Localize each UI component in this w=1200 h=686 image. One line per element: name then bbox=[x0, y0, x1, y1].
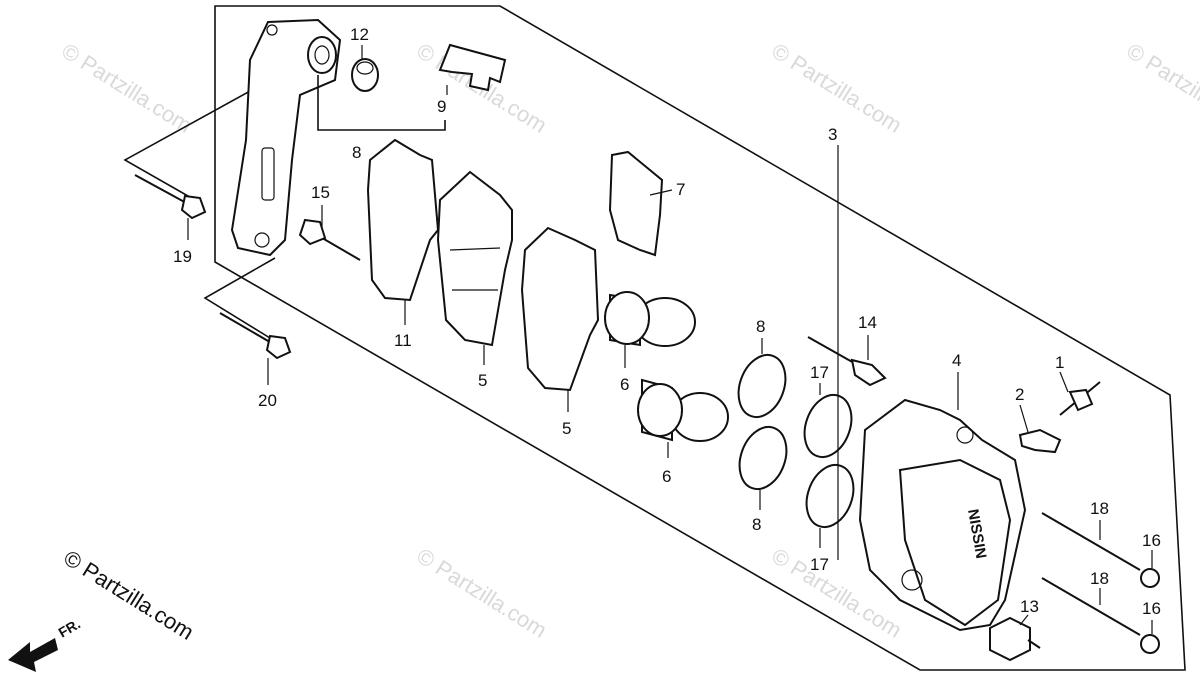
pin-cap bbox=[1140, 568, 1160, 588]
callout-10: 9 bbox=[437, 97, 446, 116]
callout-8: 8 bbox=[752, 515, 761, 534]
callout-4: 4 bbox=[952, 351, 961, 370]
bleeder-valve bbox=[1059, 381, 1101, 416]
watermark: © Partzilla.com bbox=[57, 38, 196, 138]
bleeder-cap bbox=[1018, 428, 1062, 454]
callout-2: 2 bbox=[1015, 385, 1024, 404]
callout-12: 14 bbox=[858, 313, 877, 332]
leader-19 bbox=[123, 79, 271, 201]
callout-1: 1 bbox=[1055, 353, 1064, 372]
dust-seal bbox=[803, 394, 853, 458]
leader-9 bbox=[317, 75, 446, 131]
callout-17: 17 bbox=[810, 555, 829, 574]
caliper-pin bbox=[1041, 512, 1141, 571]
callout-3: 3 bbox=[828, 125, 837, 144]
callout-11: 11 bbox=[394, 331, 412, 350]
callout-15: 12 bbox=[350, 25, 369, 44]
piston bbox=[637, 378, 729, 442]
bolt bbox=[134, 174, 207, 220]
piston bbox=[604, 291, 696, 347]
piston-seal bbox=[737, 354, 787, 418]
watermark: © Partzilla.com bbox=[1122, 38, 1200, 138]
watermark: © Partzilla.com bbox=[412, 543, 551, 643]
dust-seal bbox=[805, 464, 855, 528]
callout-7: 7 bbox=[676, 180, 685, 199]
bolt bbox=[219, 312, 292, 360]
pin-bolt bbox=[298, 218, 361, 261]
pad-pin bbox=[807, 336, 887, 387]
callout-5: 5 bbox=[478, 371, 487, 390]
callout-5: 5 bbox=[562, 419, 571, 438]
boot bbox=[351, 58, 379, 92]
arrow-left-icon bbox=[8, 638, 58, 672]
callout-8: 8 bbox=[756, 317, 765, 336]
piston-seal bbox=[738, 426, 788, 490]
caliper-body: NISSIN bbox=[858, 398, 1027, 632]
leader-lines bbox=[187, 45, 1153, 634]
callout-20: 20 bbox=[258, 391, 277, 410]
brake-pad bbox=[520, 226, 600, 392]
leader-20 bbox=[203, 257, 276, 339]
callouts: 12 9 8 3 7 15 19 11 5 5 20 6 6 8 8 14 17… bbox=[173, 25, 1161, 618]
brake-pad bbox=[436, 170, 513, 347]
callout-14: 13 bbox=[1020, 597, 1039, 616]
callout-18: 18 bbox=[1090, 569, 1109, 588]
callout-17: 17 bbox=[810, 363, 829, 382]
caliper-bracket bbox=[230, 18, 342, 257]
front-arrow: FR. bbox=[8, 615, 83, 672]
callout-19: 19 bbox=[173, 247, 192, 266]
watermark: © Partzilla.com bbox=[767, 38, 906, 138]
callout-9: 8 bbox=[352, 143, 361, 162]
callout-6: 6 bbox=[620, 375, 629, 394]
callout-18: 18 bbox=[1090, 499, 1109, 518]
callout-13: 15 bbox=[311, 183, 330, 202]
callout-6: 6 bbox=[662, 467, 671, 486]
callout-16: 16 bbox=[1142, 599, 1161, 618]
mounting-bolt bbox=[989, 616, 1041, 662]
front-arrow-label: FR. bbox=[56, 615, 84, 640]
anti-rattle-spring bbox=[608, 150, 664, 257]
callout-16: 16 bbox=[1142, 531, 1161, 550]
pad-spring bbox=[438, 43, 507, 92]
caliper-pin bbox=[1041, 577, 1141, 636]
pin-cap bbox=[1140, 634, 1160, 654]
pad-shim bbox=[366, 138, 440, 302]
assembly-outline bbox=[214, 5, 1186, 671]
